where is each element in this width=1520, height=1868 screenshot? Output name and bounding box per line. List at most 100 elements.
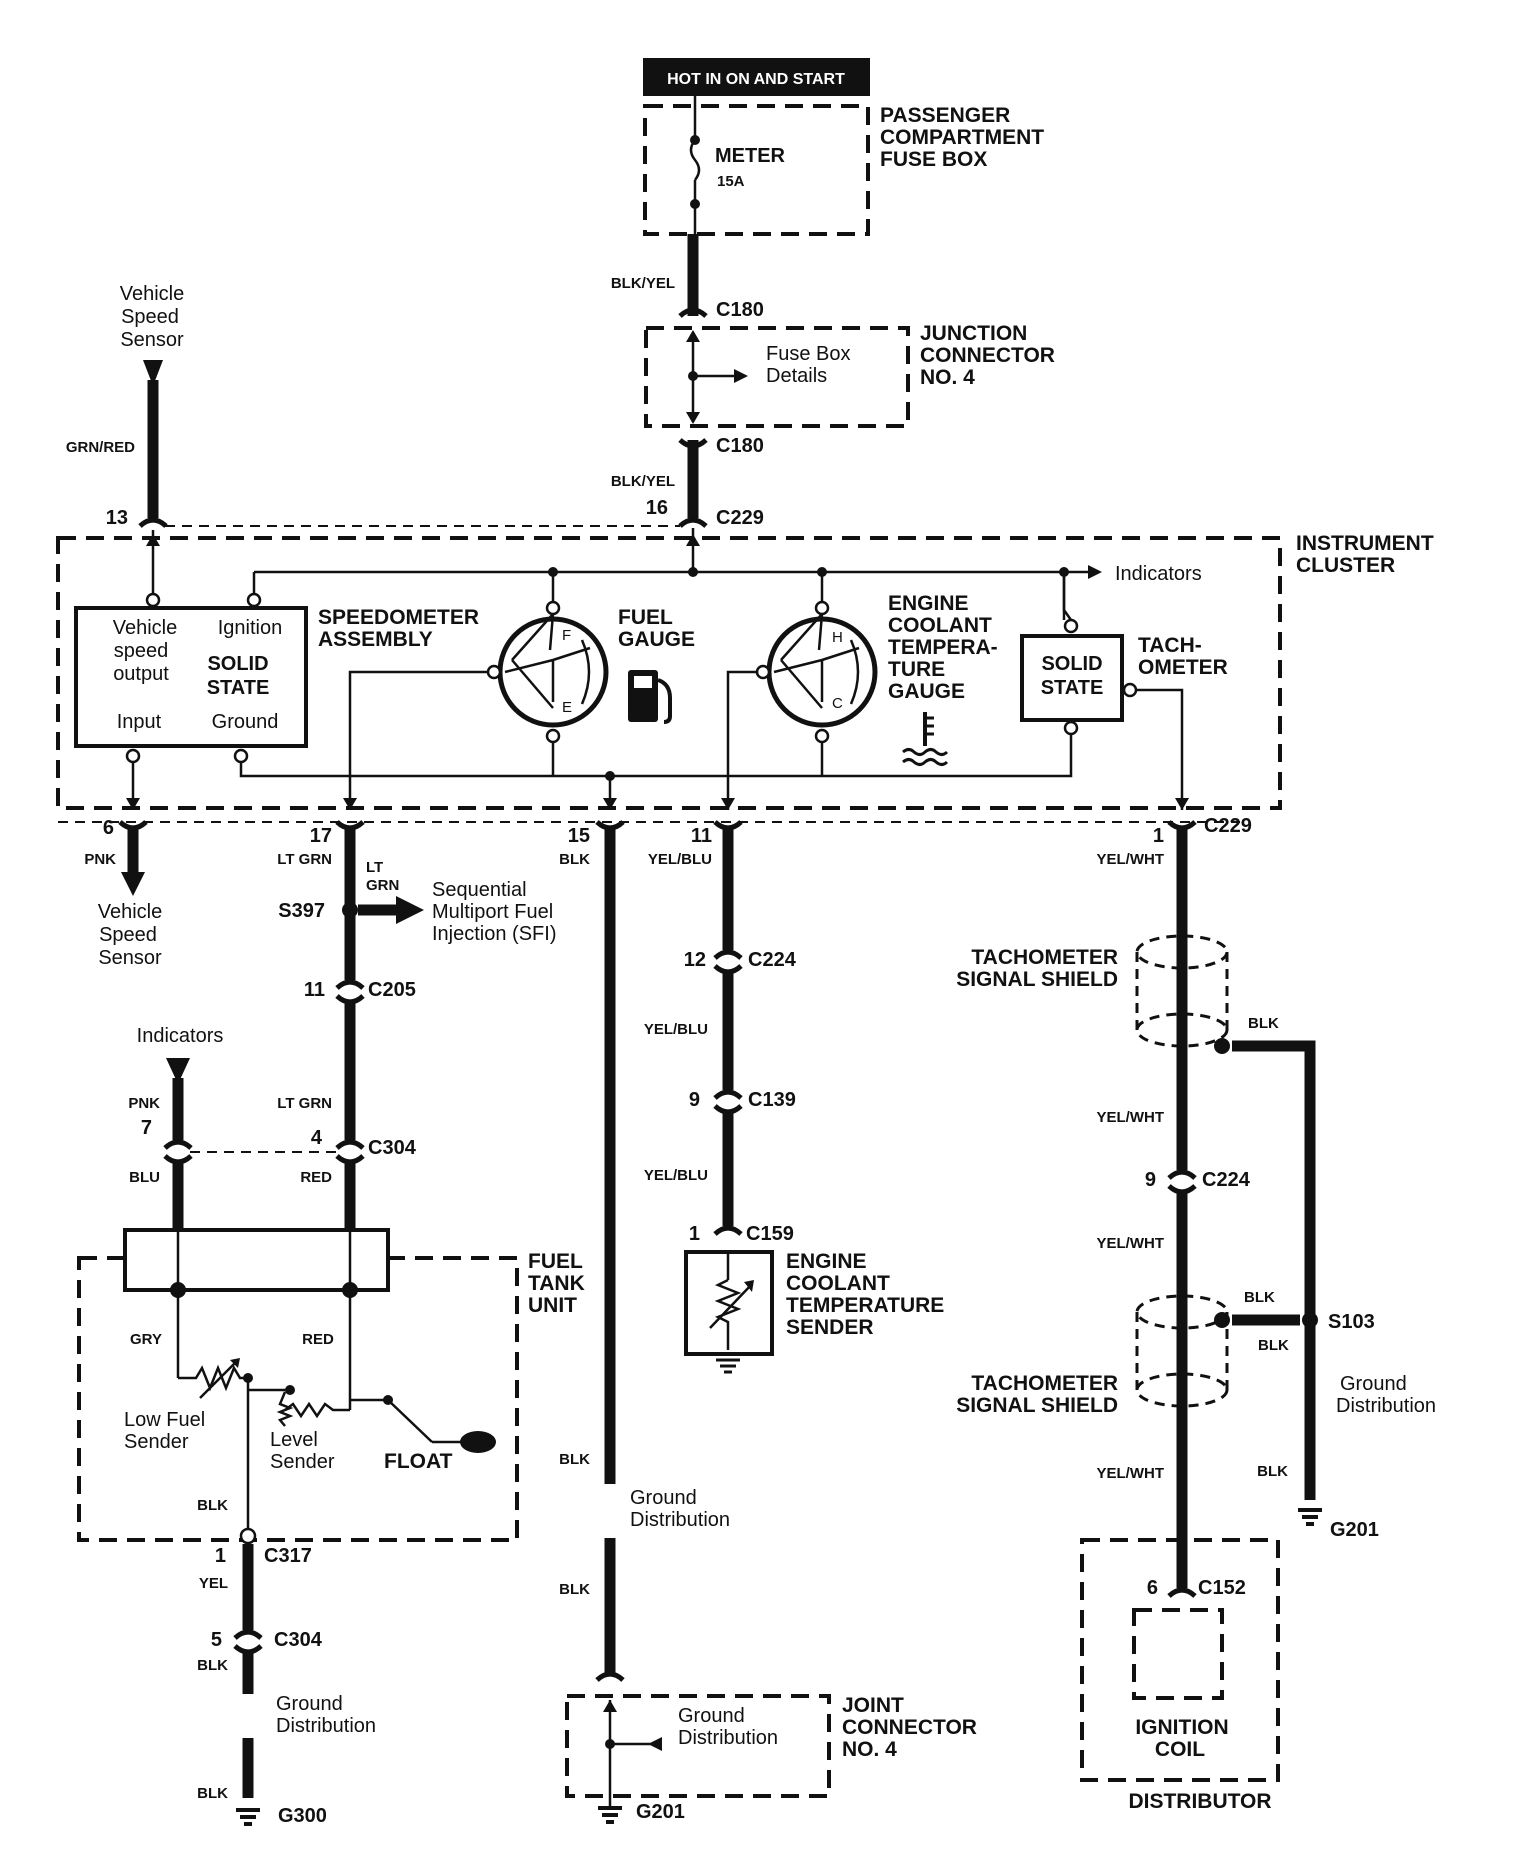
cluster-ground-bus xyxy=(239,728,1073,778)
speedo-state-1: SOLID xyxy=(207,653,268,675)
tach-color-b: YEL/WHT xyxy=(1097,1235,1165,1252)
c224-tach-pin: 9 xyxy=(1145,1169,1156,1191)
right-dist-2: Distribution xyxy=(1336,1395,1436,1417)
low-fuel-label-2: Sender xyxy=(124,1431,189,1453)
vss-top-color: GRN/RED xyxy=(66,439,135,456)
c224-coolant-pin: 12 xyxy=(684,949,706,971)
tach-state-2: STATE xyxy=(1041,677,1104,699)
tach-output-pin xyxy=(1122,682,1138,698)
c304-top-name: C304 xyxy=(368,1137,417,1159)
coolant-gauge-signal-lead xyxy=(726,670,757,810)
tach-shield-2 xyxy=(1135,1294,1229,1408)
instrument-cluster-outline xyxy=(56,536,1282,810)
float-label: FLOAT xyxy=(384,1450,453,1473)
coolant-title-4: TURE xyxy=(888,658,945,681)
fuel-gauge-top-pin xyxy=(545,600,561,616)
c180-bottom-label: C180 xyxy=(716,435,764,457)
coolant-sender-title-2: COOLANT xyxy=(786,1272,890,1295)
right-blk-low: BLK xyxy=(1257,1463,1288,1480)
tach-solid-state-box xyxy=(1020,634,1124,722)
fuse-box-title-1: PASSENGER xyxy=(880,104,1010,127)
tank-right-node xyxy=(342,1282,358,1298)
c224-tach-name: C224 xyxy=(1202,1169,1251,1191)
ground-bus-arrow xyxy=(603,798,617,810)
pin-11-color: YEL/BLU xyxy=(648,851,712,868)
indicators-left-terminal xyxy=(166,1058,190,1084)
tach-shield-2-label-1: TACHOMETER xyxy=(971,1372,1118,1395)
coolant-sender-title-1: ENGINE xyxy=(786,1250,867,1273)
pin-1-num: 1 xyxy=(1153,825,1164,847)
fuel-tank-title-3: UNIT xyxy=(528,1294,577,1317)
fuel-tank-unit-outline xyxy=(77,1256,519,1542)
joint-title-1: JOINT xyxy=(842,1694,904,1717)
power-header-box xyxy=(643,58,870,96)
center-dist-2: Distribution xyxy=(630,1509,730,1531)
g201-center-ground-icon xyxy=(598,1806,622,1824)
c304-bottom-color: BLK xyxy=(197,1657,228,1674)
speedometer-title-2: ASSEMBLY xyxy=(318,628,433,651)
ground-label: Ground xyxy=(212,711,279,733)
c304-top-color: LT GRN xyxy=(277,1095,332,1112)
ignition-pin xyxy=(246,592,262,608)
fuse-name: METER xyxy=(715,145,786,167)
c304-bottom-pin: 5 xyxy=(211,1629,222,1651)
sender-thermistor xyxy=(714,1278,742,1350)
tach-shield-2-label-2: SIGNAL SHIELD xyxy=(956,1394,1118,1417)
fuel-tank-title-2: TANK xyxy=(528,1272,585,1295)
fuse-box-details-2: Details xyxy=(766,365,827,387)
tach-shield-1 xyxy=(1135,934,1229,1048)
distributor-title: DISTRIBUTOR xyxy=(1128,1790,1271,1813)
junction-arrow-up xyxy=(686,330,700,342)
indicators-left-top-color: PNK xyxy=(128,1095,160,1112)
c224-coolant-name: C224 xyxy=(748,949,797,971)
coolant-color-low: YEL/BLU xyxy=(644,1167,708,1184)
fuel-f: F xyxy=(562,627,571,644)
fuse-box-details-1: Fuse Box xyxy=(766,343,850,365)
c229-top-mark-vss xyxy=(138,517,168,528)
joint-connector-outline xyxy=(565,1694,831,1798)
level-sender-resistor-h xyxy=(284,1401,350,1419)
sender-ground-icon xyxy=(716,1358,740,1374)
c152-pin: 6 xyxy=(1147,1577,1158,1599)
coolant-sender-title-4: SENDER xyxy=(786,1316,874,1339)
pin-15-num: 15 xyxy=(568,825,590,847)
c304-bottom-mark-a xyxy=(233,1629,263,1640)
c317-color: YEL xyxy=(199,1575,228,1592)
fuel-pump-icon xyxy=(628,670,672,724)
tach-title-1: TACH- xyxy=(1138,634,1202,657)
fuel-gauge-signal-lead xyxy=(348,670,488,810)
c224-coolant-mark-a xyxy=(713,949,743,960)
vss-bottom-1: Vehicle xyxy=(98,901,163,923)
tach-color-a: YEL/WHT xyxy=(1097,1109,1165,1126)
coolant-gauge-scale xyxy=(849,639,860,705)
g201-right-ground-icon xyxy=(1298,1508,1322,1526)
vso-3: output xyxy=(113,663,169,685)
coolant-gauge-bridge xyxy=(773,613,860,709)
tank-left-node xyxy=(170,1282,186,1298)
indicators-left-bottom-color: BLU xyxy=(129,1169,160,1186)
c229-top-mark-power xyxy=(678,517,708,528)
pin-6-num: 6 xyxy=(103,817,114,839)
s397-label: S397 xyxy=(278,900,325,922)
c180-top-label: C180 xyxy=(716,299,764,321)
joint-dist-2: Distribution xyxy=(678,1727,778,1749)
c205-mark-top xyxy=(335,979,365,990)
indicators-left-pin: 7 xyxy=(141,1117,152,1139)
center-dist-1: Ground xyxy=(630,1487,697,1509)
left-ground-dist-1: Ground xyxy=(276,1693,343,1715)
fuel-signal-arrow xyxy=(343,798,357,810)
pin-6-arrow xyxy=(121,872,145,896)
junction-title-2: CONNECTOR xyxy=(920,344,1055,367)
feed-color-top: BLK/YEL xyxy=(611,275,675,292)
float-arm-b xyxy=(387,1399,433,1443)
low-fuel-label-1: Low Fuel xyxy=(124,1409,205,1431)
ignition-coil-outline xyxy=(1132,1608,1224,1700)
power-drop-arrow xyxy=(686,534,700,546)
c304-top-pin: 4 xyxy=(311,1127,323,1149)
ground-pin xyxy=(233,748,249,764)
sfi-wire-color-1: LT xyxy=(366,859,383,876)
fuel-gauge-bridge xyxy=(504,613,591,709)
c152-mark xyxy=(1167,1587,1197,1598)
c180-top-mark xyxy=(678,307,708,318)
fuse-element xyxy=(689,139,701,181)
